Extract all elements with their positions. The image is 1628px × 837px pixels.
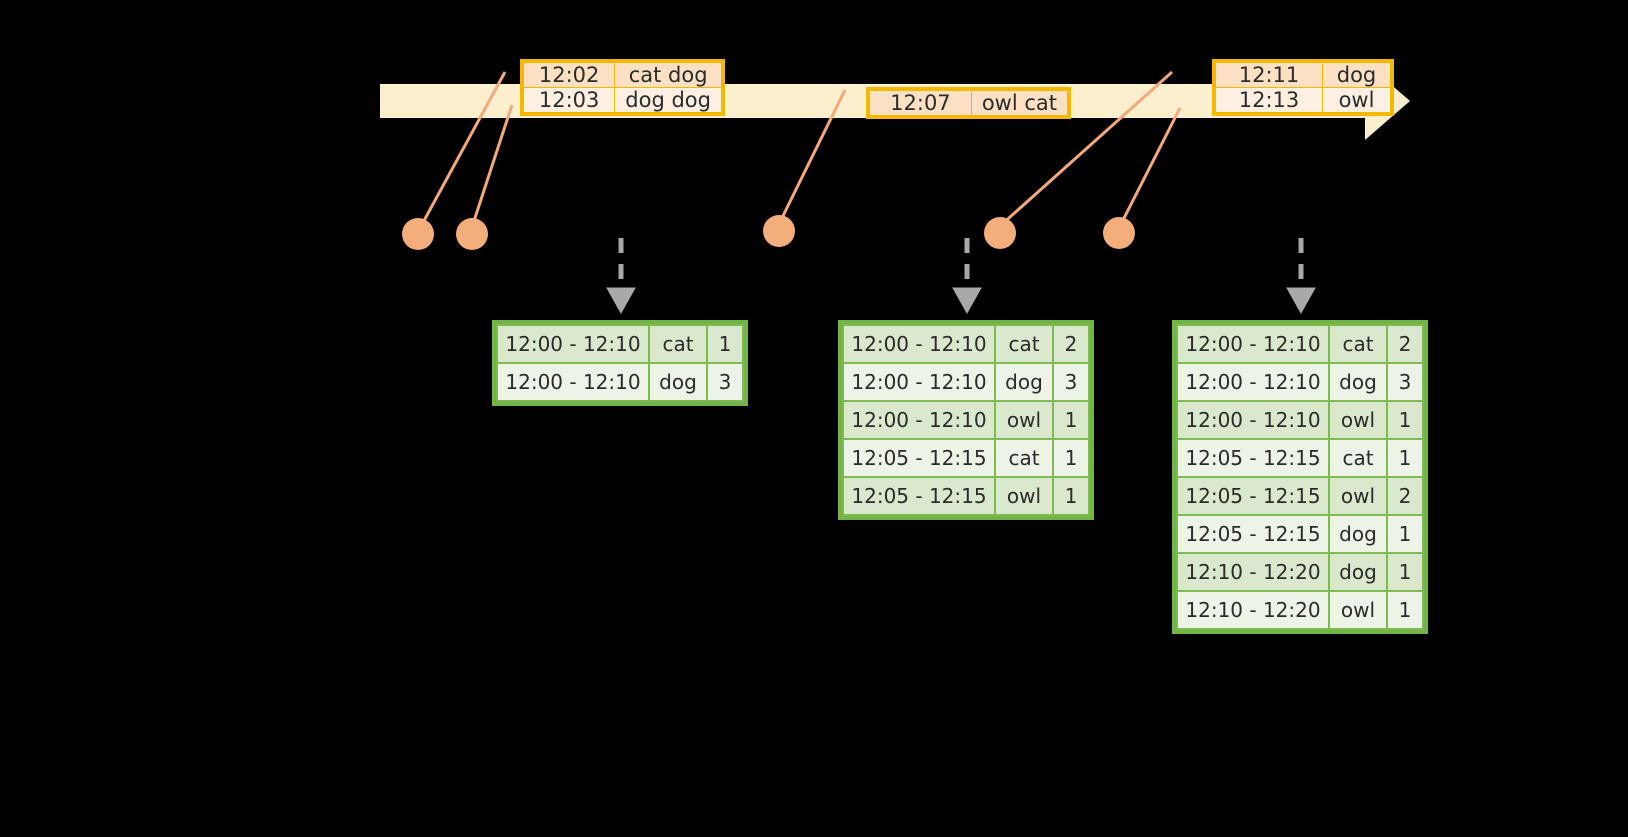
window-count: 3 (1052, 362, 1090, 402)
window-key: owl (1328, 476, 1388, 516)
result-table-1[interactable]: 12:00 - 12:10 cat 1 12:00 - 12:10 dog 3 (492, 320, 748, 406)
window-count: 1 (706, 324, 744, 364)
event-row[interactable]: 12:11 dog (1215, 62, 1391, 88)
window-range: 12:00 - 12:10 (496, 362, 650, 402)
window-range: 12:05 - 12:15 (1176, 514, 1330, 554)
window-key: owl (1328, 400, 1388, 440)
window-range: 12:05 - 12:15 (1176, 438, 1330, 478)
window-range: 12:00 - 12:10 (842, 362, 996, 402)
window-key: cat (994, 324, 1054, 364)
window-key: cat (648, 324, 708, 364)
connector-1 (418, 71, 507, 229)
window-key: dog (1328, 552, 1388, 592)
table-row[interactable]: 12:00 - 12:10 owl 1 (1176, 400, 1424, 440)
event-group-1[interactable]: 12:02 cat dog 12:03 dog dog (520, 59, 725, 116)
window-count: 1 (1386, 400, 1424, 440)
window-key: dog (1328, 514, 1388, 554)
trigger-dot-4 (984, 217, 1016, 249)
window-key: cat (1328, 438, 1388, 478)
event-payload: cat dog (614, 62, 722, 88)
window-range: 12:00 - 12:10 (842, 400, 996, 440)
event-time: 12:11 (1215, 62, 1323, 88)
emit-arrows (606, 238, 1316, 315)
window-count: 1 (1386, 514, 1424, 554)
event-row[interactable]: 12:13 owl (1215, 87, 1391, 113)
emit-arrow-3 (1286, 238, 1316, 315)
emit-arrow-2 (952, 238, 982, 315)
event-time: 12:03 (522, 87, 616, 113)
event-group-2[interactable]: 12:07 owl cat (866, 87, 1071, 119)
trigger-dot-3 (763, 215, 795, 247)
table-row[interactable]: 12:00 - 12:10 cat 2 (842, 324, 1090, 364)
window-count: 2 (1386, 324, 1424, 364)
table-row[interactable]: 12:00 - 12:10 cat 1 (496, 324, 744, 364)
event-payload: owl (1322, 87, 1391, 113)
table-row[interactable]: 12:05 - 12:15 cat 1 (842, 438, 1090, 478)
table-row[interactable]: 12:00 - 12:10 dog 3 (496, 362, 744, 402)
window-range: 12:00 - 12:10 (1176, 400, 1330, 440)
window-range: 12:00 - 12:10 (1176, 362, 1330, 402)
window-count: 1 (1386, 438, 1424, 478)
event-time: 12:13 (1215, 87, 1323, 113)
table-row[interactable]: 12:05 - 12:15 owl 1 (842, 476, 1090, 516)
result-table-3[interactable]: 12:00 - 12:10 cat 2 12:00 - 12:10 dog 3 … (1172, 320, 1428, 634)
window-key: dog (1328, 362, 1388, 402)
table-row[interactable]: 12:00 - 12:10 dog 3 (842, 362, 1090, 402)
connector-2 (470, 104, 514, 228)
window-range: 12:10 - 12:20 (1176, 552, 1330, 592)
result-table-2[interactable]: 12:00 - 12:10 cat 2 12:00 - 12:10 dog 3 … (838, 320, 1094, 520)
window-count: 1 (1386, 590, 1424, 630)
table-row[interactable]: 12:05 - 12:15 dog 1 (1176, 514, 1424, 554)
event-row[interactable]: 12:02 cat dog (522, 62, 722, 88)
window-key: dog (994, 362, 1054, 402)
window-range: 12:00 - 12:10 (1176, 324, 1330, 364)
event-payload: dog dog (614, 87, 722, 113)
event-payload: owl cat (970, 90, 1069, 116)
window-key: owl (994, 476, 1054, 516)
window-key: dog (648, 362, 708, 402)
event-time: 12:07 (869, 90, 972, 116)
window-count: 2 (1386, 476, 1424, 516)
window-key: owl (1328, 590, 1388, 630)
window-count: 1 (1386, 552, 1424, 592)
trigger-dots (402, 215, 1135, 250)
event-row[interactable]: 12:03 dog dog (522, 87, 722, 113)
window-range: 12:10 - 12:20 (1176, 590, 1330, 630)
table-row[interactable]: 12:00 - 12:10 cat 2 (1176, 324, 1424, 364)
connector-5 (1118, 107, 1182, 227)
window-count: 1 (1052, 400, 1090, 440)
window-range: 12:05 - 12:15 (842, 438, 996, 478)
table-row[interactable]: 12:10 - 12:20 owl 1 (1176, 590, 1424, 630)
emit-arrow-1 (606, 238, 636, 315)
window-range: 12:05 - 12:15 (842, 476, 996, 516)
event-time: 12:02 (522, 62, 616, 88)
window-key: owl (994, 400, 1054, 440)
event-row[interactable]: 12:07 owl cat (869, 90, 1069, 116)
window-range: 12:00 - 12:10 (496, 324, 650, 364)
connector-3 (777, 89, 847, 225)
event-payload: dog (1322, 62, 1391, 88)
table-row[interactable]: 12:00 - 12:10 dog 3 (1176, 362, 1424, 402)
window-count: 1 (1052, 476, 1090, 516)
window-range: 12:05 - 12:15 (1176, 476, 1330, 516)
window-key: cat (994, 438, 1054, 478)
trigger-dot-1 (402, 218, 434, 250)
window-count: 3 (1386, 362, 1424, 402)
window-count: 2 (1052, 324, 1090, 364)
trigger-dot-5 (1103, 217, 1135, 249)
table-row[interactable]: 12:05 - 12:15 cat 1 (1176, 438, 1424, 478)
window-key: cat (1328, 324, 1388, 364)
trigger-dot-2 (456, 218, 488, 250)
window-range: 12:00 - 12:10 (842, 324, 996, 364)
window-count: 3 (706, 362, 744, 402)
table-row[interactable]: 12:05 - 12:15 owl 2 (1176, 476, 1424, 516)
table-row[interactable]: 12:10 - 12:20 dog 1 (1176, 552, 1424, 592)
window-count: 1 (1052, 438, 1090, 478)
table-row[interactable]: 12:00 - 12:10 owl 1 (842, 400, 1090, 440)
event-group-3[interactable]: 12:11 dog 12:13 owl (1212, 59, 1394, 116)
